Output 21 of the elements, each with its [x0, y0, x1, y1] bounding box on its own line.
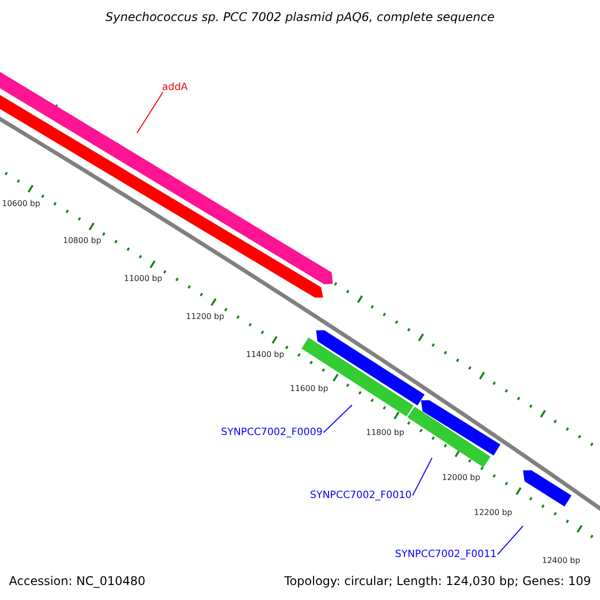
scale-label: 11600 bp [290, 384, 328, 393]
scale-label: 12400 bp [542, 556, 580, 565]
scale-label: 12000 bp [442, 473, 480, 482]
title: Synechococcus sp. PCC 7002 plasmid pAQ6, complete sequence [104, 10, 496, 24]
feature-label: addA [162, 82, 188, 93]
leader-line [323, 404, 352, 433]
scale-label: 11400 bp [246, 350, 284, 359]
feature-label: SYNPCC7002_F0011 [395, 549, 497, 560]
scale-label: 11800 bp [366, 428, 404, 437]
footer-text: Accession: NC_010480 [9, 574, 146, 588]
feature-label: SYNPCC7002_F0010 [310, 490, 412, 501]
scale-label: 11000 bp [124, 274, 162, 283]
scale-label: 11200 bp [186, 312, 224, 321]
leader-line [497, 526, 524, 555]
leader-line [412, 458, 432, 496]
leader-line [136, 92, 164, 134]
scale-label: 12200 bp [474, 508, 512, 517]
feature-label: SYNPCC7002_F0009 [221, 427, 323, 438]
footer-text: Topology: circular; Length: 124,030 bp; Genes: 109 [284, 574, 591, 588]
scale-label: 10800 bp [63, 236, 102, 245]
scale-label: 10600 bp [2, 199, 40, 208]
